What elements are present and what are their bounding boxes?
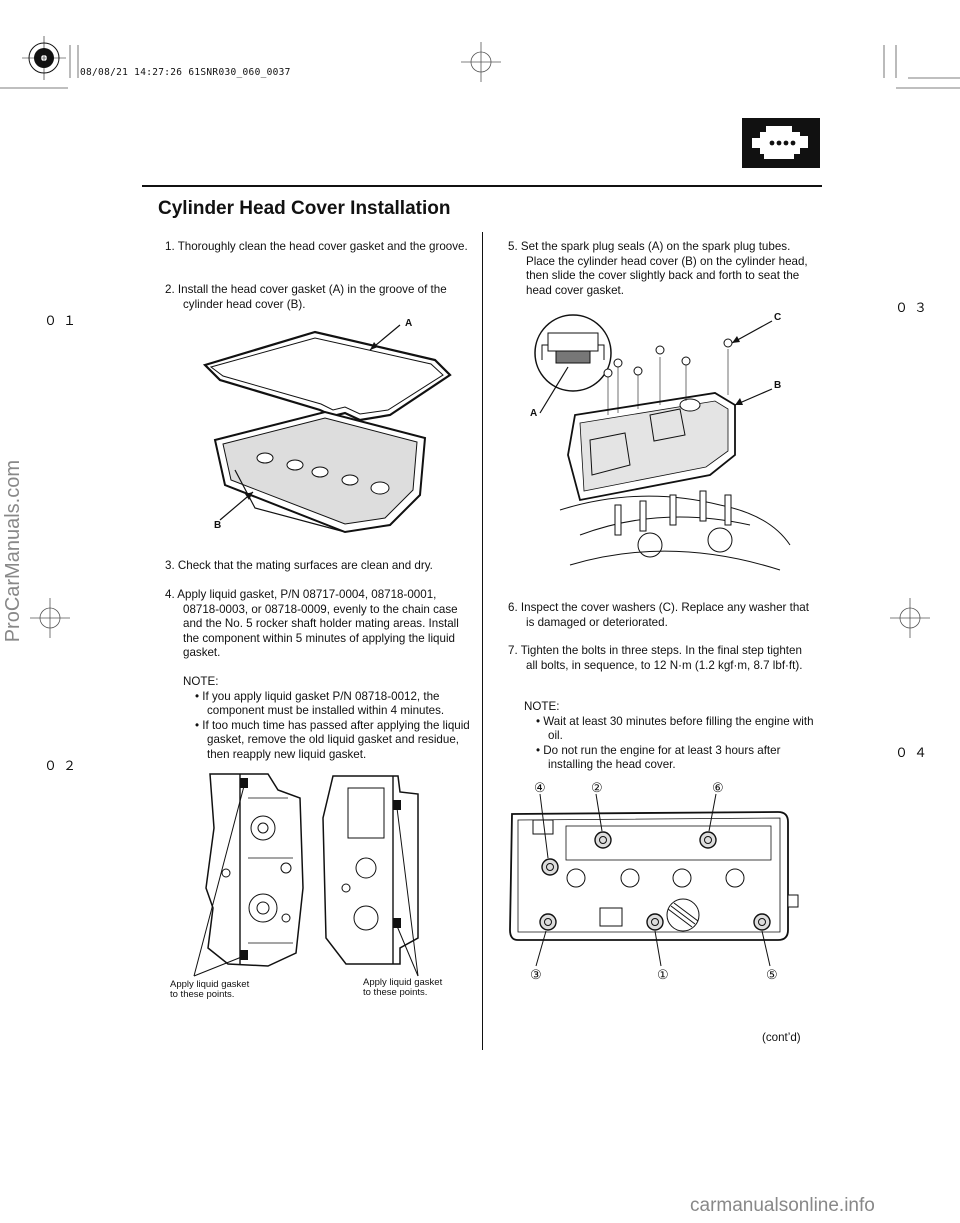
step-text: Tighten the bolts in three steps. In the… <box>520 644 803 672</box>
crosshair-icon <box>461 42 501 82</box>
step-number: 3. <box>165 559 175 572</box>
step-text: Install the head cover gasket (A) in the… <box>177 283 447 311</box>
note-block-left: NOTE: • If you apply liquid gasket P/N 0… <box>183 675 475 762</box>
step-3: 3. Check that the mating surfaces are cl… <box>165 559 475 574</box>
margin-mark-01: ０１ <box>44 314 83 329</box>
figure-label-c: C <box>774 312 782 323</box>
bolt-number-4: ④ <box>534 780 546 795</box>
bolt-sequence-figure <box>509 793 799 967</box>
bolt-number-3: ③ <box>530 967 542 982</box>
crosshair-icon <box>30 598 70 638</box>
gasket-caption-left: Apply liquid gasket to these points. <box>170 979 250 1000</box>
step-text: Check that the mating surfaces are clean… <box>177 559 433 572</box>
step-2: 2. Install the head cover gasket (A) in … <box>165 283 475 312</box>
step-5: 5. Set the spark plug seals (A) on the s… <box>508 240 813 298</box>
step-number: 5. <box>508 240 518 253</box>
page-title: Cylinder Head Cover Installation <box>158 198 451 219</box>
bolt-number-1: ① <box>657 967 669 982</box>
crosshair-icon <box>890 598 930 638</box>
gasket-caption-right: Apply liquid gasket to these points. <box>363 977 443 998</box>
note-label: NOTE: <box>524 700 560 713</box>
note-block-right: NOTE: • Wait at least 30 minutes before … <box>524 700 814 773</box>
header-rule <box>142 185 822 187</box>
step-number: 4. <box>165 588 175 601</box>
note-bullet: • Wait at least 30 minutes before fillin… <box>536 714 814 743</box>
figure-label-b: B <box>774 380 782 391</box>
figure-label-a: A <box>405 318 413 329</box>
cover-placement-figure <box>534 314 791 571</box>
margin-mark-04: ０４ <box>895 746 934 761</box>
side-watermark: ProCarManuals.com <box>2 460 24 643</box>
figure-label-b: B <box>214 520 222 531</box>
bolt-number-6: ⑥ <box>712 780 724 795</box>
column-divider <box>482 232 483 1050</box>
step-1: 1. Thoroughly clean the head cover gaske… <box>165 240 475 255</box>
step-7: 7. Tighten the bolts in three steps. In … <box>508 644 813 673</box>
print-stamp: 08/08/21 14:27:26 61SNR030_060_0037 <box>80 67 291 78</box>
step-text: Inspect the cover washers (C). Replace a… <box>520 601 809 629</box>
liquid-gasket-figure <box>193 773 419 977</box>
step-number: 6. <box>508 601 518 614</box>
step-number: 7. <box>508 644 518 657</box>
note-label: NOTE: <box>183 675 219 688</box>
registration-target-icon <box>22 36 66 80</box>
engine-section-icon <box>742 118 820 168</box>
note-bullet: • If you apply liquid gasket P/N 08718-0… <box>195 689 445 718</box>
bolt-number-2: ② <box>591 780 603 795</box>
continued-label: (cont’d) <box>762 1031 801 1044</box>
step-text: Apply liquid gasket, P/N 08717-0004, 087… <box>177 588 459 659</box>
bolt-number-5: ⑤ <box>766 967 778 982</box>
step-text: Set the spark plug seals (A) on the spar… <box>520 240 808 297</box>
step-4: 4. Apply liquid gasket, P/N 08717-0004, … <box>165 588 475 661</box>
gasket-cover-figure <box>202 324 452 534</box>
step-number: 1. <box>165 240 175 253</box>
step-number: 2. <box>165 283 175 296</box>
margin-mark-03: ０３ <box>895 301 934 316</box>
footer-watermark: carmanualsonline.info <box>690 1195 875 1216</box>
margin-mark-02: ０２ <box>44 759 83 774</box>
step-text: Thoroughly clean the head cover gasket a… <box>177 240 468 253</box>
figure-label-a: A <box>530 408 538 419</box>
note-bullet: • Do not run the engine for at least 3 h… <box>536 743 781 772</box>
registration-marks <box>0 36 960 89</box>
step-6: 6. Inspect the cover washers (C). Replac… <box>508 601 813 630</box>
note-bullet: • If too much time has passed after appl… <box>195 718 470 761</box>
